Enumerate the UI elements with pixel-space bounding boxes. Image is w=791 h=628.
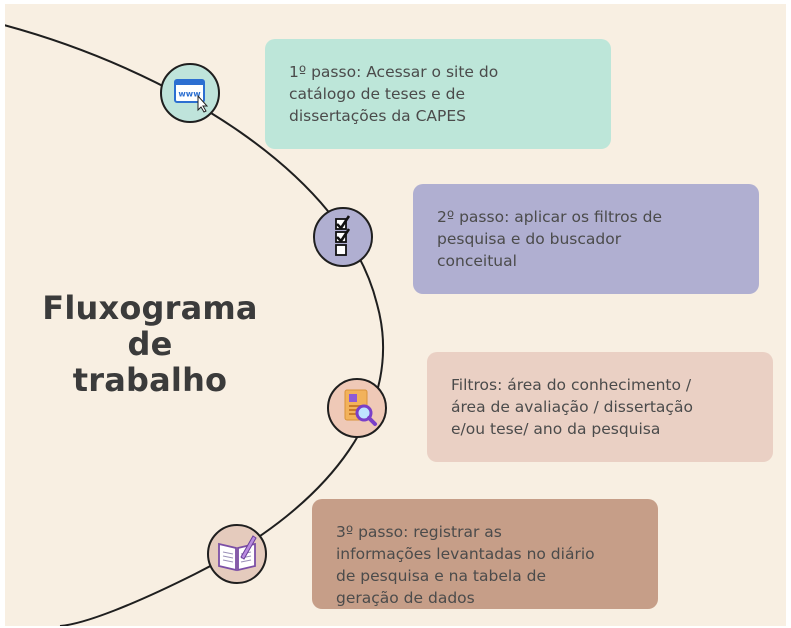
- step-2-text-line: pesquisa e do buscador: [437, 230, 622, 248]
- www-label: www: [178, 90, 201, 99]
- step-3-text-line: informações levantadas no diário: [336, 545, 595, 563]
- step-2-box: 2º passo: aplicar os filtros de pesquisa…: [413, 184, 759, 294]
- checklist-icon: [335, 215, 351, 256]
- step-1-text-line: catálogo de teses e de: [289, 85, 466, 103]
- step-2-node: [313, 207, 373, 267]
- diagram-title-line-2: trabalho: [72, 361, 228, 399]
- diagram-title: Fluxograma de trabalho: [15, 290, 285, 398]
- filters-node: [327, 378, 387, 438]
- step-3-text-line: geração de dados: [336, 589, 475, 607]
- filters-text-line: área de avaliação / dissertação: [451, 398, 693, 416]
- step-1-node: www: [160, 63, 220, 123]
- flowchart-canvas: Fluxograma de trabalho www 1º passo: Ace…: [5, 4, 786, 626]
- step-1-box: 1º passo: Acessar o site do catálogo de …: [265, 39, 611, 149]
- step-3-node: [207, 524, 267, 584]
- web-browser-icon: www: [174, 79, 209, 113]
- filters-box: Filtros: área do conhecimento / área de …: [427, 352, 773, 462]
- step-1-text-line: 1º passo: Acessar o site do: [289, 63, 499, 81]
- step-3-box: 3º passo: registrar as informações levan…: [312, 499, 658, 609]
- step-2-text-line: conceitual: [437, 252, 517, 270]
- open-book-icon: [218, 535, 257, 572]
- step-3-text-line: de pesquisa e na tabela de: [336, 567, 546, 585]
- step-1-text-line: dissertações da CAPES: [289, 107, 466, 125]
- filters-text-line: e/ou tese/ ano da pesquisa: [451, 420, 661, 438]
- document-search-icon: [344, 389, 377, 426]
- diagram-title-line-1: Fluxograma de: [42, 289, 258, 363]
- step-3-text-line: 3º passo: registrar as: [336, 523, 502, 541]
- filters-text-line: Filtros: área do conhecimento /: [451, 376, 692, 394]
- step-2-text-line: 2º passo: aplicar os filtros de: [437, 208, 663, 226]
